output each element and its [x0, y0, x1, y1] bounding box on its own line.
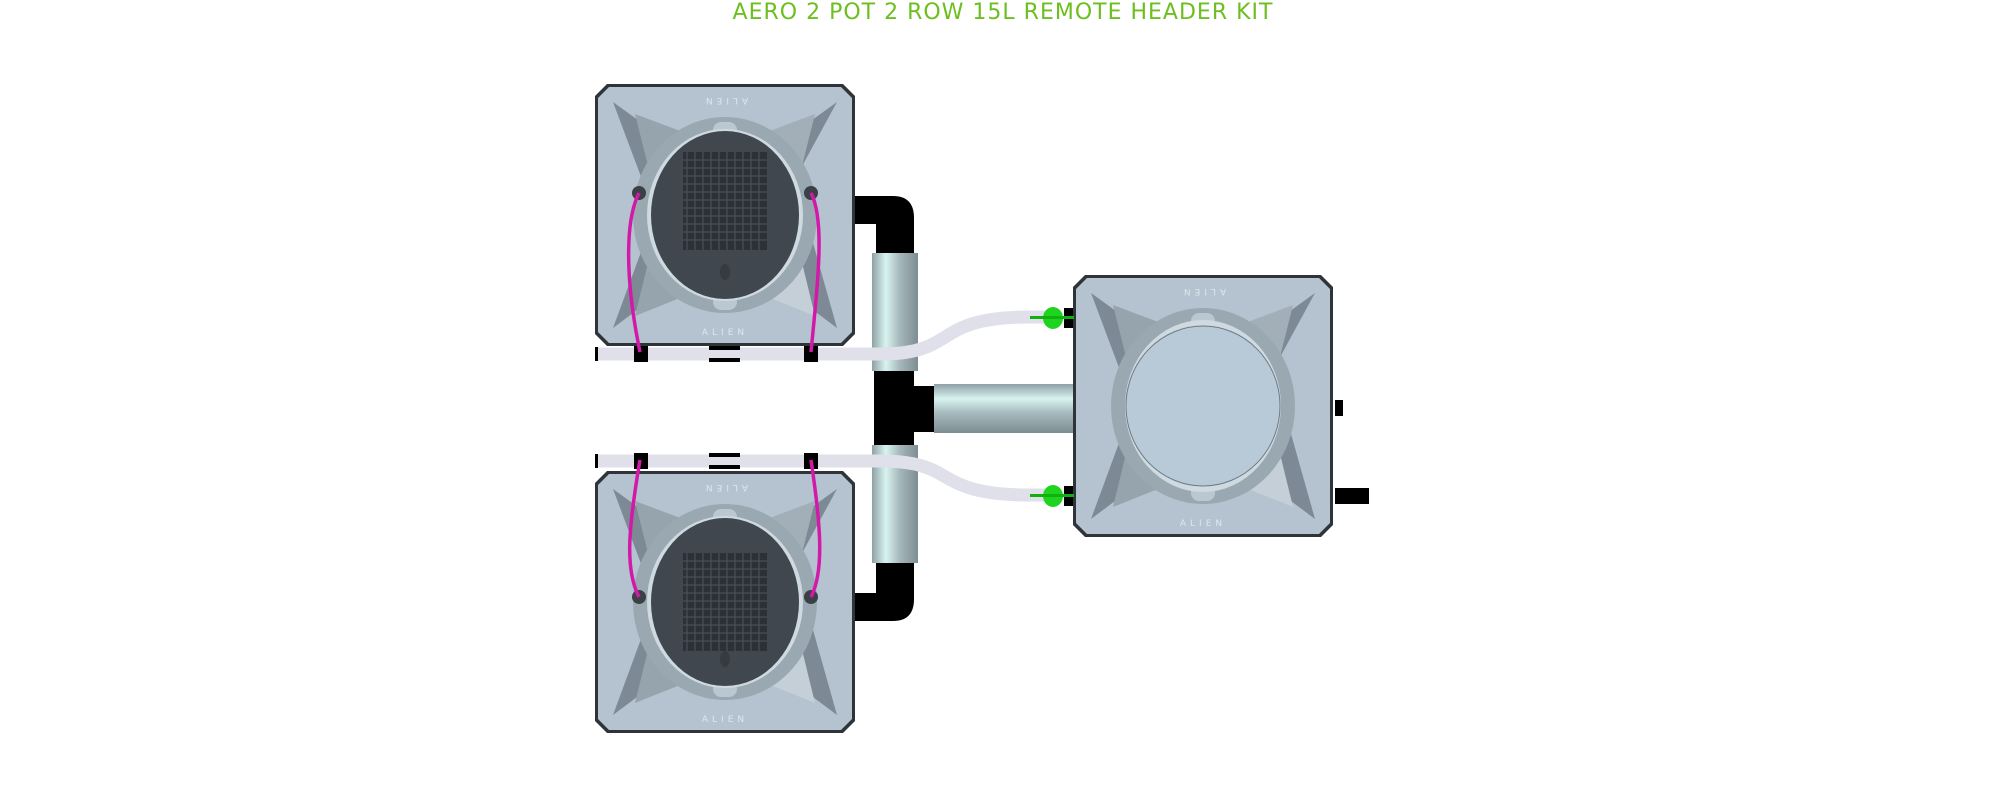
pot-brand-flipped: ALIEN: [702, 95, 748, 105]
pot-bottom[interactable]: ALIEN ALIEN: [595, 471, 855, 733]
reservoir-port-right: [1335, 400, 1343, 416]
net-pot-grid: [683, 553, 767, 651]
pipe-horizontal: [934, 384, 1073, 433]
reservoir-brand: ALIEN: [1180, 519, 1226, 529]
fitting: [634, 346, 648, 362]
tube-bottom: [595, 454, 1050, 502]
valve-top[interactable]: [1030, 307, 1074, 329]
drip-line: [809, 192, 821, 353]
fitting: [804, 346, 818, 362]
pot-top[interactable]: ALIEN ALIEN: [595, 84, 855, 346]
grid-lines: [683, 152, 767, 250]
drip-lines: [626, 192, 822, 598]
drip-line: [809, 459, 822, 598]
pot-brand: ALIEN: [702, 715, 748, 725]
reservoir-outlet: [1335, 488, 1369, 504]
pot-brand: ALIEN: [702, 328, 748, 338]
grid-lines: [683, 553, 767, 651]
reservoir-brand-flipped: ALIEN: [1180, 286, 1226, 296]
pipe-manifold: [855, 196, 1073, 621]
drain-port-icon: [720, 651, 730, 667]
drip-line: [628, 459, 642, 598]
reservoir[interactable]: ALIEN ALIEN: [1073, 275, 1333, 537]
net-pot-grid: [683, 152, 767, 250]
pot-brand-flipped: ALIEN: [702, 482, 748, 492]
elbow-fitting-top: [855, 196, 914, 253]
tee-fitting-branch: [914, 386, 934, 432]
reservoir-lid: [1125, 325, 1281, 487]
drain-port-icon: [720, 264, 730, 280]
tube-top: [595, 310, 1050, 361]
valve-bottom[interactable]: [1030, 485, 1074, 507]
feed-tubing: [595, 310, 1050, 502]
diagram-title: AERO 2 POT 2 ROW 15L REMOTE HEADER KIT: [732, 0, 1274, 25]
tee-fitting: [874, 371, 914, 445]
drip-line: [626, 192, 642, 353]
elbow-fitting-bottom: [855, 563, 914, 621]
